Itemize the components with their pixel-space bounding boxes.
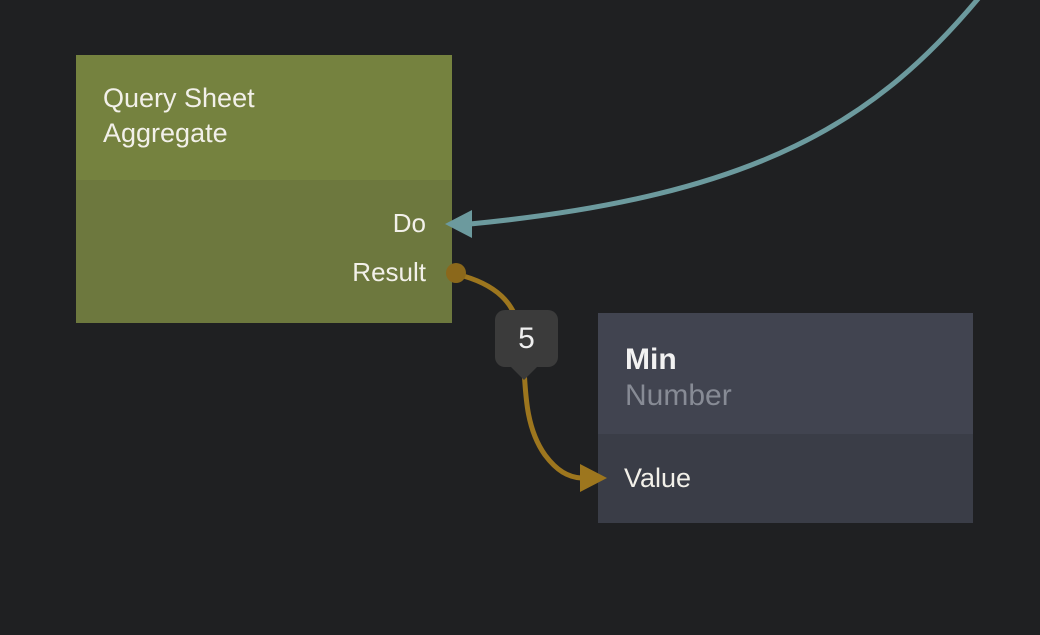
node-title: Min — [625, 343, 677, 376]
node-subtitle: Number — [625, 379, 732, 412]
node-header: Query Sheet Aggregate — [76, 55, 452, 180]
port-result[interactable]: Result — [76, 248, 452, 297]
node-header: Min Number — [598, 313, 973, 434]
port-label: Do — [392, 208, 426, 238]
badge-tail-icon — [510, 366, 538, 380]
node-body: Value — [598, 434, 973, 523]
node-query-sheet-aggregate[interactable]: Query Sheet Aggregate Do Result — [76, 55, 452, 323]
wire-exec-to-do[interactable] — [467, 0, 982, 227]
port-label: Value — [624, 463, 692, 493]
port-label: Result — [352, 257, 426, 287]
node-min-number[interactable]: Min Number Value — [598, 313, 973, 523]
port-value[interactable]: Value — [598, 454, 973, 503]
node-body: Do Result — [76, 180, 452, 323]
wire-value-text: 5 — [518, 321, 535, 355]
wire-value-badge[interactable]: 5 — [495, 310, 558, 380]
port-do[interactable]: Do — [76, 199, 452, 248]
node-title: Query Sheet Aggregate — [103, 83, 255, 148]
